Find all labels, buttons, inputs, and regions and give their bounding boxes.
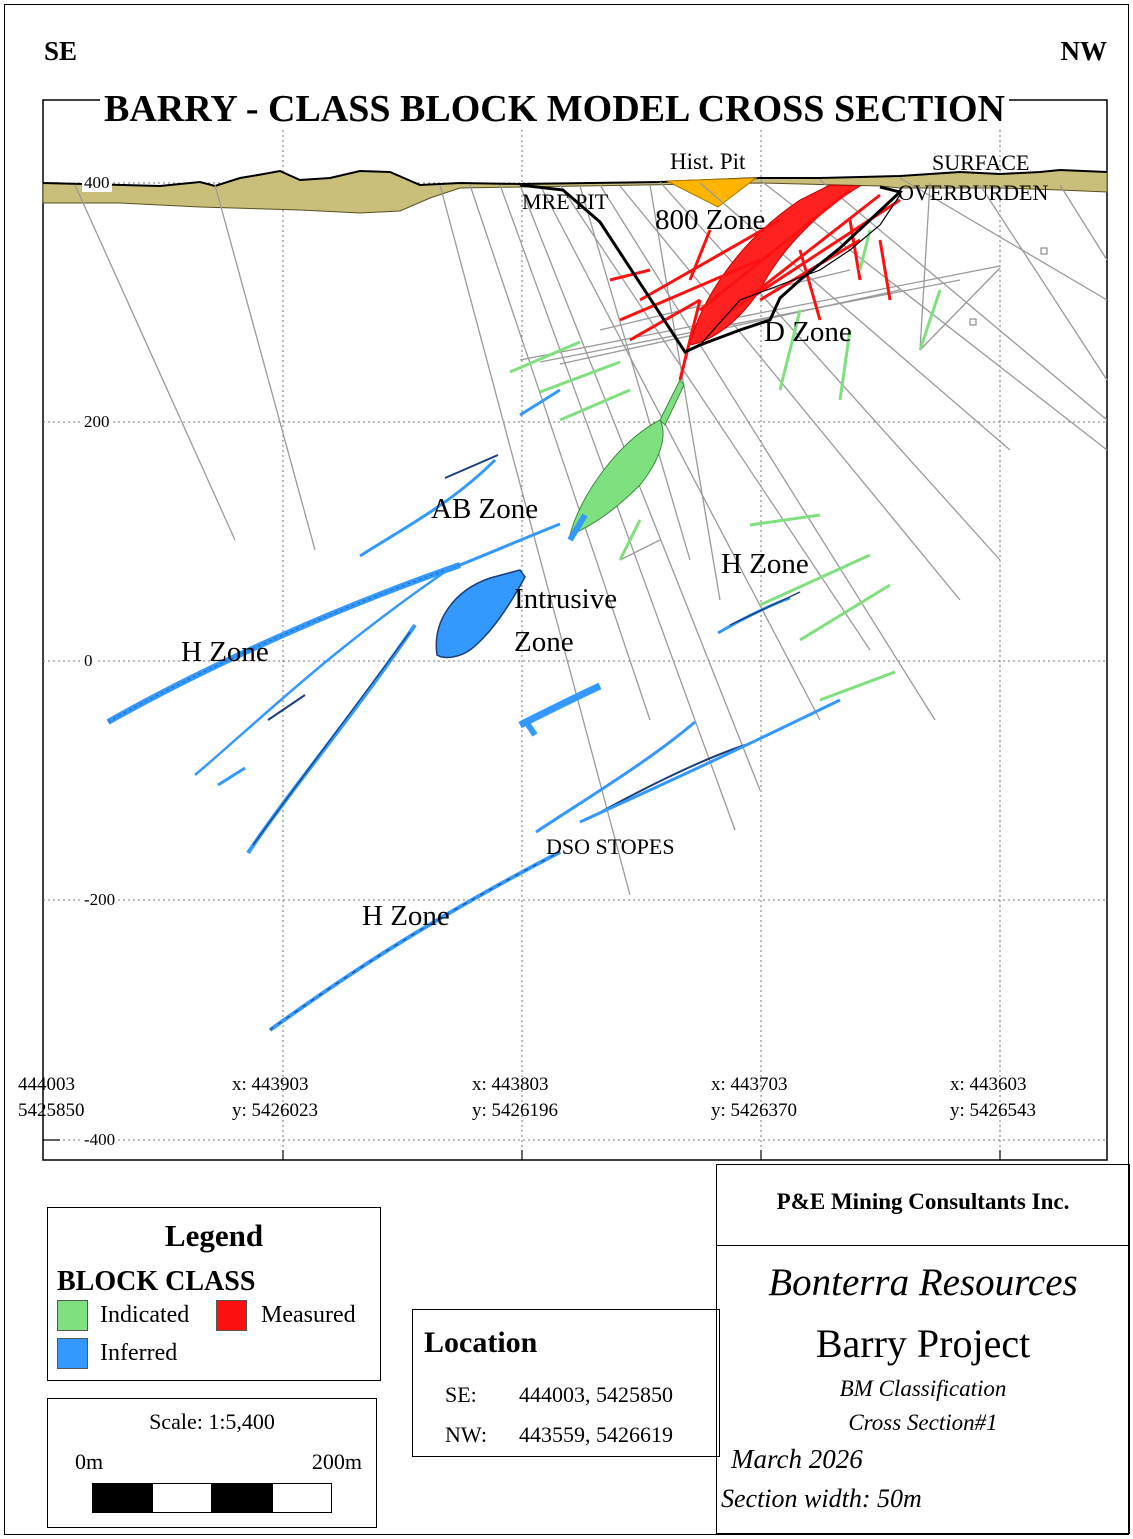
elevation-tick-label: 200: [82, 412, 112, 431]
diagram-title: BARRY - CLASS BLOCK MODEL CROSS SECTION: [100, 90, 1009, 128]
scale-bar-segment: [212, 1483, 272, 1513]
legend: Legend BLOCK CLASS Indicated Measured In…: [47, 1207, 381, 1381]
inferred-lenses: [106, 388, 841, 1032]
grid-lines: [43, 100, 1107, 1160]
corner-label-nw: NW: [1060, 36, 1108, 66]
inferred-swatch: [57, 1338, 88, 1369]
inferred-intrusive-zone: [435, 569, 526, 659]
topography-surface-line: [42, 168, 1108, 188]
hist-pit-label: Hist. Pit: [670, 149, 746, 174]
section-frame: [42, 99, 1108, 1161]
marker-square: [969, 318, 977, 326]
location-box: Location SE: 444003, 5425850 NW: 443559,…: [412, 1309, 720, 1457]
title-block: Bonterra Resources Barry Project BM Clas…: [716, 1246, 1130, 1534]
scale-bar-segment: [272, 1483, 332, 1513]
marker-square: [1040, 247, 1048, 255]
location-nw-label: NW:: [445, 1422, 487, 1447]
zone-label-intrusive: Intrusive: [514, 583, 618, 615]
zone-label-800: 800 Zone: [655, 204, 766, 236]
zone-label-intrusive-zone: Zone: [514, 626, 574, 658]
zone-label-h-left: H Zone: [181, 636, 269, 668]
dso-stopes-label: DSO STOPES: [546, 834, 675, 859]
location-se-label: SE:: [445, 1382, 477, 1407]
location-se-value: 444003, 5425850: [519, 1382, 673, 1407]
company-box: P&E Mining Consultants Inc.: [716, 1164, 1130, 1246]
indicated-label: Indicated: [100, 1302, 190, 1328]
indicated-ab-zone-feeder: [659, 379, 685, 426]
inferred-label: Inferred: [100, 1340, 178, 1366]
zone-label-d: D Zone: [764, 316, 852, 348]
zone-label-h-right: H Zone: [721, 548, 809, 580]
section-width-label: Section width: 50m: [721, 1484, 922, 1513]
legend-title: Legend: [164, 1218, 264, 1253]
elevation-tick-label: -400: [82, 1130, 118, 1149]
zone-label-h-bottom: H Zone: [362, 900, 450, 932]
indicated-ab-zone-body: [569, 419, 664, 536]
indicated-swatch: [57, 1300, 88, 1331]
indicated-blocks: [569, 379, 685, 536]
elevation-tick-label: 0: [82, 651, 95, 670]
client-name: Bonterra Resources: [768, 1261, 1078, 1304]
scale-box: Scale: 1:5,400 0m 200m: [47, 1398, 377, 1528]
zone-label-ab: AB Zone: [431, 493, 539, 525]
measured-label: Measured: [261, 1302, 356, 1328]
scale-title: Scale: 1:5,400: [149, 1409, 275, 1434]
description-line-1: BM Classification: [839, 1376, 1007, 1401]
elevation-tick-label: 400: [82, 173, 112, 192]
company-name: P&E Mining Consultants Inc.: [776, 1189, 1070, 1214]
mre-pit-shell: [519, 183, 904, 354]
description-line-2: Cross Section#1: [848, 1410, 998, 1435]
mre-pit-shell-inner: [699, 194, 901, 346]
surface-label: SURFACE: [932, 150, 1030, 175]
location-nw-value: 443559, 5426619: [519, 1422, 673, 1447]
project-name: Barry Project: [815, 1321, 1031, 1366]
scale-end-label: 200m: [311, 1449, 362, 1474]
overburden-label: OVERBURDEN: [898, 180, 1049, 205]
drillholes: [74, 177, 1108, 896]
scale-start-label: 0m: [75, 1449, 104, 1474]
legend-subtitle: BLOCK CLASS: [57, 1266, 256, 1297]
mre-pit-label: MRE PIT: [522, 189, 609, 214]
indicated-drillhole-intervals: [509, 229, 942, 702]
corner-label-se: SE: [44, 36, 78, 66]
date-label: March 2026: [731, 1444, 863, 1474]
location-title: Location: [424, 1326, 538, 1359]
measured-swatch: [216, 1300, 247, 1331]
elevation-tick-label: -200: [82, 890, 118, 909]
scale-bar-segment: [92, 1483, 152, 1513]
page-frame: [4, 4, 1129, 1535]
scale-bar-segment: [152, 1483, 212, 1513]
